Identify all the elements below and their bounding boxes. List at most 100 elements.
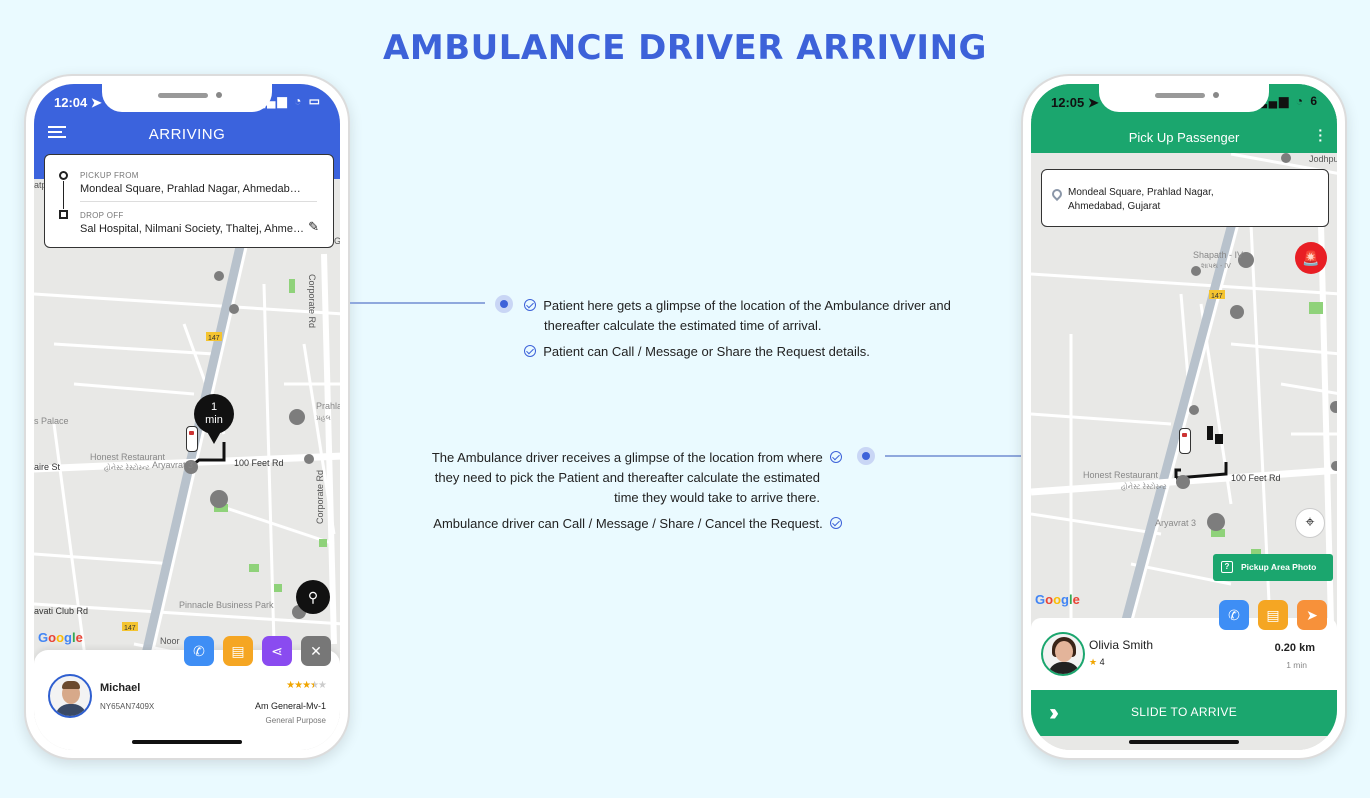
pickup-label: PICKUP FROM bbox=[80, 171, 139, 180]
status-bar: 12:04 ➤ ▂▄▆ ◔ ▭ bbox=[34, 84, 340, 120]
map-label-honest: Honest Restaurant bbox=[1083, 470, 1159, 480]
ambulance-car-icon bbox=[1179, 428, 1191, 454]
connector-line-bottom bbox=[885, 455, 1023, 457]
share-icon[interactable]: ⋖ bbox=[262, 636, 292, 666]
dropoff-square-icon bbox=[59, 210, 68, 219]
hamburger-menu-icon[interactable] bbox=[48, 126, 66, 138]
pickup-area-photo-button[interactable]: ? Pickup Area Photo bbox=[1213, 554, 1333, 581]
map-edge-ga: Ga bbox=[334, 236, 340, 246]
passenger-action-buttons: ✆ ▤ ➤ bbox=[1219, 600, 1327, 630]
home-indicator bbox=[1129, 740, 1239, 744]
dropoff-label: DROP OFF bbox=[80, 211, 124, 220]
pencil-icon[interactable]: ✎ bbox=[308, 219, 319, 234]
map-road-corporate: Corporate Rd bbox=[307, 274, 317, 328]
route-location-icon[interactable]: ⚲ bbox=[296, 580, 330, 614]
map-poi-aryavrat: Aryavrat 3 bbox=[152, 460, 193, 470]
map-road-147: 147 bbox=[1211, 293, 1223, 300]
slide-to-arrive[interactable]: ›› SLIDE TO ARRIVE bbox=[1031, 690, 1337, 736]
sos-siren-icon[interactable]: 🚨 bbox=[1295, 242, 1327, 274]
map-label-honest-sub: હોનેસ્ટ રેસ્ટોરન્ટ bbox=[1121, 482, 1167, 491]
phone-icon[interactable]: ✆ bbox=[184, 636, 214, 666]
map-poi-prahlad-sub: પ્રહલ bbox=[315, 415, 331, 422]
route-line bbox=[63, 181, 64, 209]
patient-phone-mockup: 147 147 Corporate Rd 100 Feet Rd Honest … bbox=[24, 74, 350, 760]
check-circle-icon bbox=[830, 517, 842, 529]
star-icon: ★ bbox=[1089, 657, 1098, 667]
time-away: 1 min bbox=[1286, 660, 1307, 670]
patient-screen: 147 147 Corporate Rd 100 Feet Rd Honest … bbox=[34, 84, 340, 750]
driver-plate: NY65AN7409X bbox=[100, 702, 155, 711]
phone-notch bbox=[102, 84, 272, 112]
status-time: 12:04 ➤ bbox=[54, 95, 102, 110]
map-road-corporate-2: Corporate Rd bbox=[315, 470, 325, 524]
header-title: ARRIVING bbox=[148, 126, 226, 143]
status-icons: ▂▄▆ ◔ 6 bbox=[1257, 94, 1319, 108]
status-icons: ▂▄▆ ◔ ▭ bbox=[255, 94, 322, 108]
passenger-info-card: Olivia Smith ★ 4 0.20 km 1 min bbox=[1031, 618, 1337, 690]
ambulance-car-icon bbox=[186, 426, 198, 452]
driver-app-header: 12:05 ➤ ▂▄▆ ◔ 6 Pick Up Passenger ··· bbox=[1031, 84, 1337, 153]
google-logo: Google bbox=[1035, 592, 1080, 607]
distance: 0.20 km bbox=[1274, 642, 1315, 654]
map-poi-honest-restaurant: Honest Restaurant bbox=[90, 452, 166, 462]
driver-avatar bbox=[48, 674, 92, 718]
map-poi-pinnacle: Pinnacle Business Park bbox=[179, 600, 274, 610]
question-icon: ? bbox=[1221, 561, 1233, 573]
pickup-dot-icon bbox=[59, 171, 68, 180]
driver-phone-mockup: Jodhpu Shapath - IV શાપથ - IV 147 Honest… bbox=[1021, 74, 1347, 760]
pickup-address-card[interactable]: Mondeal Square, Prahlad Nagar, Ahmedabad… bbox=[1041, 169, 1329, 227]
eta-marker: 1 min bbox=[194, 394, 234, 444]
map-road-147: 147 bbox=[124, 625, 136, 632]
route-divider bbox=[80, 201, 317, 202]
connector-node-top bbox=[495, 295, 513, 313]
map-label-aryavrat: Aryavrat 3 bbox=[1155, 518, 1196, 528]
phone-notch bbox=[1099, 84, 1269, 112]
chat-icon[interactable]: ▤ bbox=[223, 636, 253, 666]
driver-info-card: Michael NY65AN7409X ★★★★★★ Am General-Mv… bbox=[34, 650, 340, 750]
pickup-area-photo-label: Pickup Area Photo bbox=[1241, 562, 1317, 572]
map-road-aire: aire St bbox=[34, 462, 61, 472]
more-options-icon[interactable]: ··· bbox=[1318, 122, 1323, 148]
location-pin-icon bbox=[1049, 186, 1065, 202]
map-road-100ft: 100 Feet Rd bbox=[1231, 473, 1281, 483]
locate-me-icon[interactable]: ⌖ bbox=[1295, 508, 1325, 538]
passenger-rating: ★ 4 bbox=[1089, 657, 1105, 667]
map-poi-honest-restaurant-sub: હોનેસ્ટ રેસ્ટોરન્ટ bbox=[104, 463, 150, 472]
route-card: PICKUP FROM Mondeal Square, Prahlad Naga… bbox=[44, 154, 334, 248]
pickup-address[interactable]: Mondeal Square, Prahlad Nagar, Ahmedabad… bbox=[80, 183, 306, 195]
status-time: 12:05 ➤ bbox=[1051, 95, 1099, 110]
pickup-address: Mondeal Square, Prahlad Nagar, Ahmedabad… bbox=[1068, 187, 1214, 212]
vehicle-model: Am General-Mv-1 bbox=[254, 701, 326, 711]
driver-feature-note: The Ambulance driver receives a glimpse … bbox=[380, 448, 842, 534]
map-label-jodhpur: Jodhpu bbox=[1309, 154, 1337, 164]
page-title: AMBULANCE DRIVER ARRIVING bbox=[383, 28, 987, 68]
chat-icon[interactable]: ▤ bbox=[1258, 600, 1288, 630]
slide-to-arrive-label: SLIDE TO ARRIVE bbox=[1130, 705, 1238, 719]
map-label-shapath-sub: શાપથ - IV bbox=[1201, 263, 1231, 270]
patient-feature-note: Patient here gets a glimpse of the locat… bbox=[524, 296, 951, 362]
navigate-icon[interactable]: ➤ bbox=[1297, 600, 1327, 630]
driver-screen: Jodhpu Shapath - IV શાપથ - IV 147 Honest… bbox=[1031, 84, 1337, 750]
map-road-147: 147 bbox=[208, 335, 220, 342]
google-logo: Google bbox=[38, 630, 83, 645]
vehicle-type: General Purpose bbox=[265, 716, 326, 725]
map-road-noor: Noor bbox=[160, 636, 180, 646]
driver-action-buttons: ✆ ▤ ⋖ ✕ bbox=[184, 636, 331, 666]
phone-icon[interactable]: ✆ bbox=[1219, 600, 1249, 630]
dropoff-address[interactable]: Sal Hospital, Nilmani Society, Thaltej, … bbox=[80, 223, 306, 235]
map-edge-atp: atp bbox=[34, 180, 47, 190]
eta-unit: min bbox=[205, 414, 223, 426]
check-circle-icon bbox=[830, 451, 842, 463]
home-indicator bbox=[132, 740, 242, 744]
map-label-shapath: Shapath - IV bbox=[1193, 250, 1243, 260]
connector-node-bottom bbox=[857, 447, 875, 465]
connector-line-top bbox=[350, 302, 485, 304]
map-poi-prahlad: Prahla bbox=[316, 401, 340, 411]
map-road-100ft: 100 Feet Rd bbox=[234, 458, 284, 468]
map-road-club: avati Club Rd bbox=[34, 606, 88, 616]
check-circle-icon bbox=[524, 299, 536, 311]
map-poi-palace: s Palace bbox=[34, 416, 69, 426]
passenger-avatar bbox=[1041, 632, 1085, 676]
close-icon[interactable]: ✕ bbox=[301, 636, 331, 666]
driver-name: Michael bbox=[100, 682, 141, 694]
